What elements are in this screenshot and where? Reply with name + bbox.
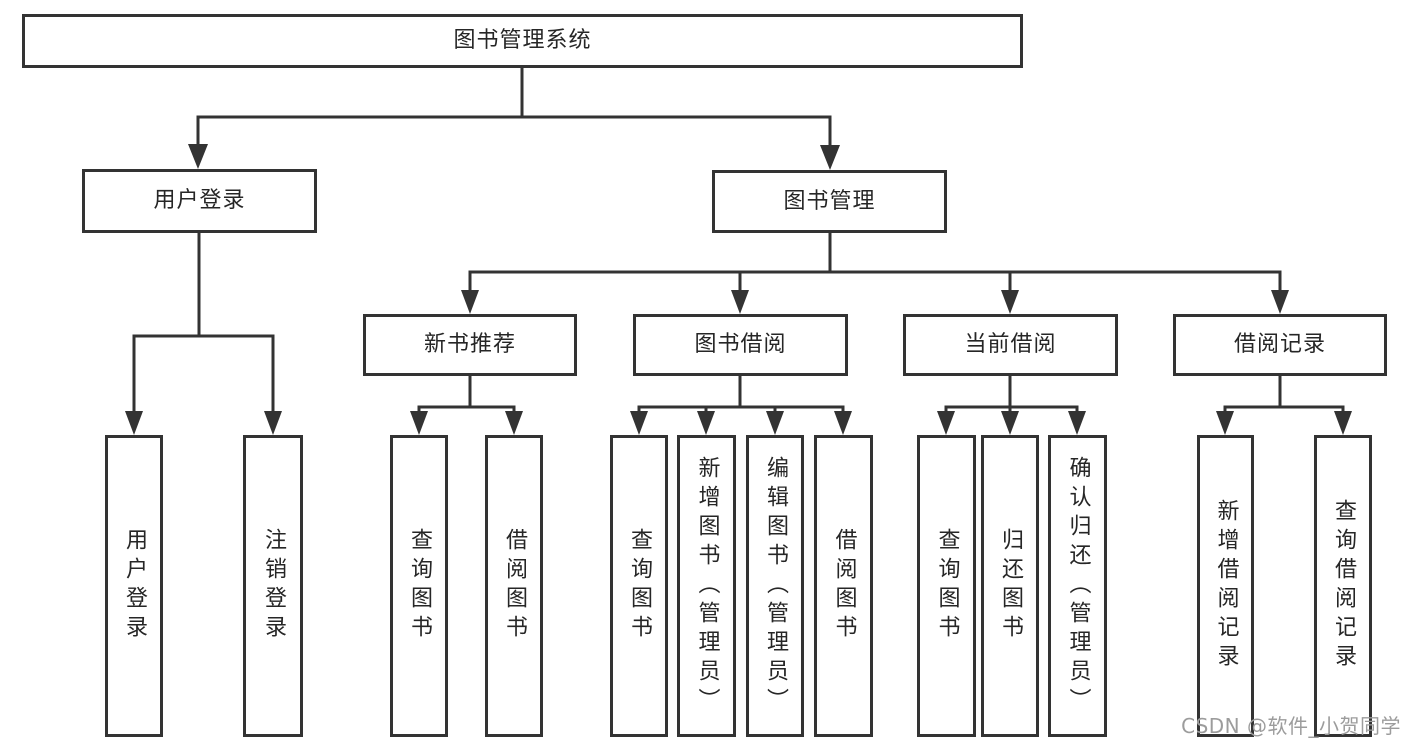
watermark: CSDN @软件_小贺同学 <box>1181 714 1401 738</box>
leaf-logout: 注销登录 <box>243 435 303 737</box>
connector-root-to-level2 <box>188 68 840 170</box>
connector-book-mgmt-children <box>461 233 1289 314</box>
leaf-user-login: 用户登录 <box>105 435 163 737</box>
connector-current-borrow-children <box>937 376 1086 435</box>
leaf-rec-query-books: 查询图书 <box>390 435 448 737</box>
node-book-borrowing: 图书借阅 <box>633 314 848 376</box>
node-borrowing-records: 借阅记录 <box>1173 314 1387 376</box>
leaf-borrow-query-books: 查询图书 <box>610 435 668 737</box>
connector-user-login-children <box>125 233 282 435</box>
connector-new-book-rec-children <box>410 376 523 435</box>
leaf-current-return-books: 归还图书 <box>981 435 1039 737</box>
node-root: 图书管理系统 <box>22 14 1023 68</box>
leaf-borrow-add-books-admin: 新增图书（管理员） <box>677 435 736 737</box>
connector-borrow-records-children <box>1216 376 1352 435</box>
leaf-records-add-record: 新增借阅记录 <box>1197 435 1254 737</box>
node-new-book-recommendation: 新书推荐 <box>363 314 577 376</box>
leaf-current-query-books: 查询图书 <box>917 435 976 737</box>
leaf-records-query-record: 查询借阅记录 <box>1314 435 1372 737</box>
leaf-borrow-edit-books-admin: 编辑图书（管理员） <box>746 435 804 737</box>
leaf-current-confirm-return-admin: 确认归还（管理员） <box>1048 435 1107 737</box>
leaf-borrow-borrow-books: 借阅图书 <box>814 435 873 737</box>
node-user-login: 用户登录 <box>82 169 317 233</box>
node-current-borrowing: 当前借阅 <box>903 314 1118 376</box>
connector-book-borrow-children <box>630 376 852 435</box>
leaf-rec-borrow-books: 借阅图书 <box>485 435 543 737</box>
node-book-management: 图书管理 <box>712 170 947 233</box>
